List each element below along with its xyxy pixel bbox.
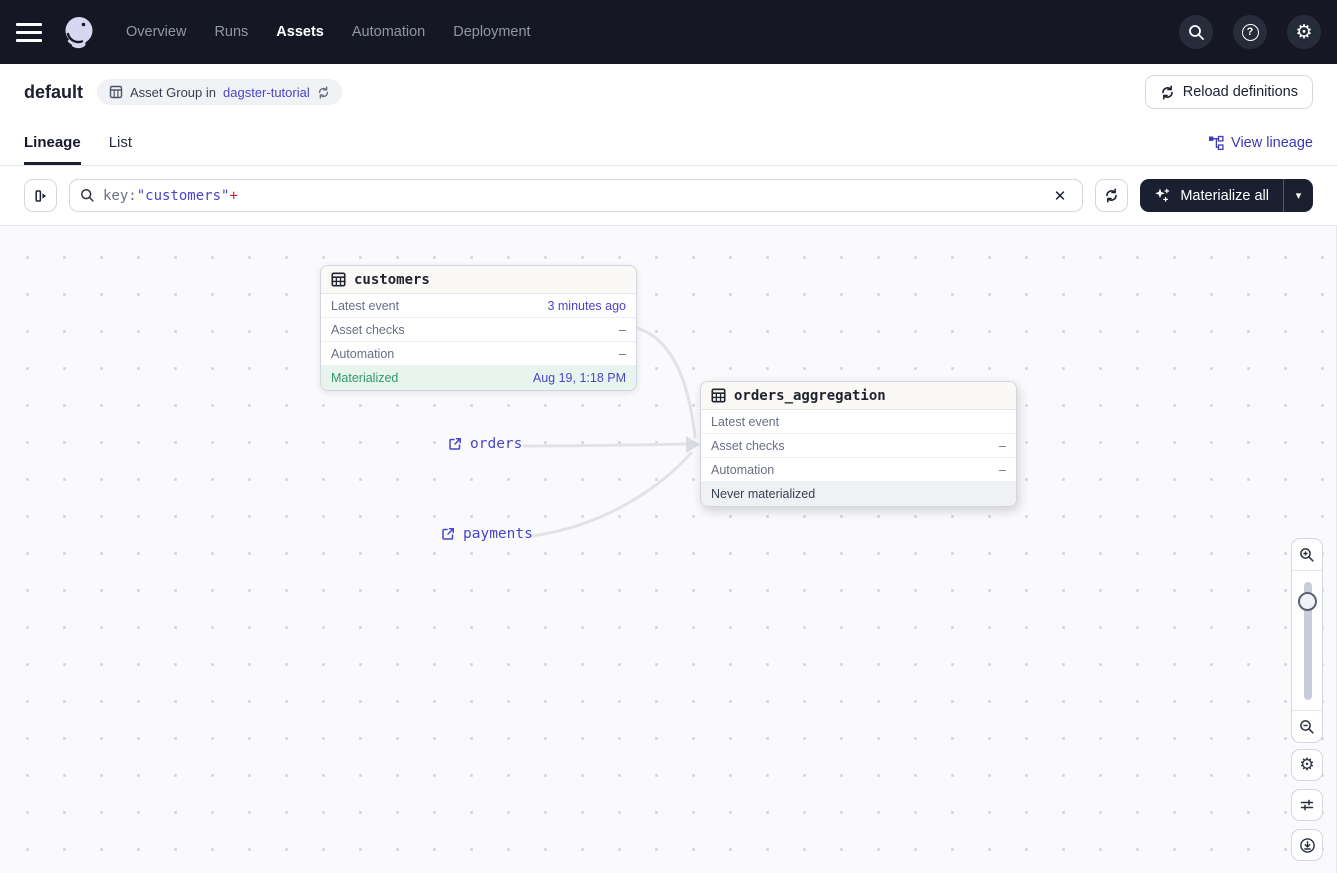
- asset-name: orders_aggregation: [734, 387, 886, 404]
- lineage-graph-icon: [1209, 135, 1224, 150]
- external-link-icon: [442, 528, 454, 540]
- hamburger-menu-icon[interactable]: [16, 19, 42, 45]
- zoom-control-group: [1291, 538, 1323, 743]
- external-asset-orders[interactable]: orders: [448, 436, 522, 452]
- external-asset-payments[interactable]: payments: [441, 526, 533, 542]
- asset-name: customers: [354, 271, 430, 288]
- refresh-graph-button[interactable]: [1095, 179, 1129, 212]
- refresh-icon[interactable]: [317, 85, 330, 99]
- zoom-slider-track[interactable]: [1304, 582, 1312, 700]
- asset-group-badge: Asset Group in dagster-tutorial: [97, 79, 342, 105]
- tabs-row: Lineage List View lineage: [0, 120, 1337, 166]
- node-row-asset-checks: Asset checks–: [321, 318, 636, 342]
- caret-down-icon: ▾: [1295, 190, 1302, 202]
- zoom-in-button[interactable]: [1292, 539, 1322, 570]
- view-lineage-link[interactable]: View lineage: [1208, 135, 1313, 151]
- dagster-logo-icon[interactable]: [60, 13, 98, 51]
- recenter-icon: [1299, 837, 1315, 853]
- nav-item-assets[interactable]: Assets: [276, 24, 324, 40]
- materialize-all-button[interactable]: Materialize all: [1140, 179, 1283, 212]
- user-settings-gear-icon[interactable]: ⚙: [1287, 15, 1321, 49]
- badge-text: Asset Group in: [130, 84, 217, 100]
- reload-definitions-button[interactable]: Reload definitions: [1144, 75, 1313, 109]
- node-row-never-materialized: Never materialized: [701, 482, 1016, 506]
- asset-search-input[interactable]: key:"customers"+ ✕: [69, 179, 1084, 212]
- main-nav-tabs: Overview Runs Assets Automation Deployme…: [126, 24, 531, 40]
- node-row-automation: Automation–: [701, 458, 1016, 482]
- graph-filters-button[interactable]: [1291, 789, 1323, 821]
- page-header: default Asset Group in dagster-tutorial …: [0, 64, 1337, 120]
- table-icon: [109, 85, 123, 99]
- sparkle-icon: [1155, 188, 1170, 202]
- nav-item-overview[interactable]: Overview: [126, 24, 187, 40]
- zoom-out-icon: [1300, 719, 1314, 734]
- page-title: default: [24, 81, 84, 102]
- node-row-latest-event: Latest event: [701, 410, 1016, 434]
- search-icon[interactable]: [1179, 15, 1213, 49]
- graph-toolbar: key:"customers"+ ✕ Materialize all ▾: [0, 166, 1337, 226]
- asset-node-header: customers: [321, 266, 636, 294]
- help-icon[interactable]: ?: [1233, 15, 1267, 49]
- external-link-icon: [449, 438, 461, 450]
- materialize-options-caret[interactable]: ▾: [1283, 179, 1313, 212]
- asset-node-header: orders_aggregation: [701, 382, 1016, 410]
- sliders-icon: [1300, 799, 1314, 811]
- gear-icon: ⚙: [1299, 754, 1315, 775]
- asset-node-orders-aggregation[interactable]: orders_aggregation Latest event Asset ch…: [700, 381, 1017, 507]
- nav-item-automation[interactable]: Automation: [351, 24, 426, 40]
- refresh-icon: [1106, 188, 1118, 203]
- nav-item-deployment[interactable]: Deployment: [453, 24, 531, 40]
- table-icon: [331, 272, 346, 287]
- nav-item-runs[interactable]: Runs: [214, 24, 249, 40]
- zoom-slider-handle[interactable]: [1298, 592, 1317, 611]
- tab-lineage[interactable]: Lineage: [24, 120, 81, 165]
- zoom-out-button[interactable]: [1292, 711, 1322, 742]
- top-nav: Overview Runs Assets Automation Deployme…: [0, 0, 1337, 64]
- lineage-edges: [522, 326, 700, 538]
- node-row-asset-checks: Asset checks–: [701, 434, 1016, 458]
- table-icon: [711, 388, 726, 403]
- reload-icon: [1161, 84, 1173, 100]
- search-query-text: key:"customers"+: [103, 187, 238, 204]
- panel-expand-icon: [34, 189, 46, 202]
- graph-settings-button[interactable]: ⚙: [1291, 749, 1323, 781]
- expand-sidebar-button[interactable]: [24, 179, 57, 212]
- recenter-graph-button[interactable]: [1291, 829, 1323, 861]
- tab-list[interactable]: List: [108, 134, 133, 151]
- clear-search-icon[interactable]: ✕: [1053, 187, 1067, 205]
- zoom-in-icon: [1300, 547, 1314, 562]
- code-location-link[interactable]: dagster-tutorial: [223, 84, 310, 100]
- search-icon: [81, 189, 94, 202]
- node-row-automation: Automation–: [321, 342, 636, 366]
- zoom-slider[interactable]: [1292, 570, 1322, 711]
- materialize-all-split-button: Materialize all ▾: [1140, 179, 1313, 212]
